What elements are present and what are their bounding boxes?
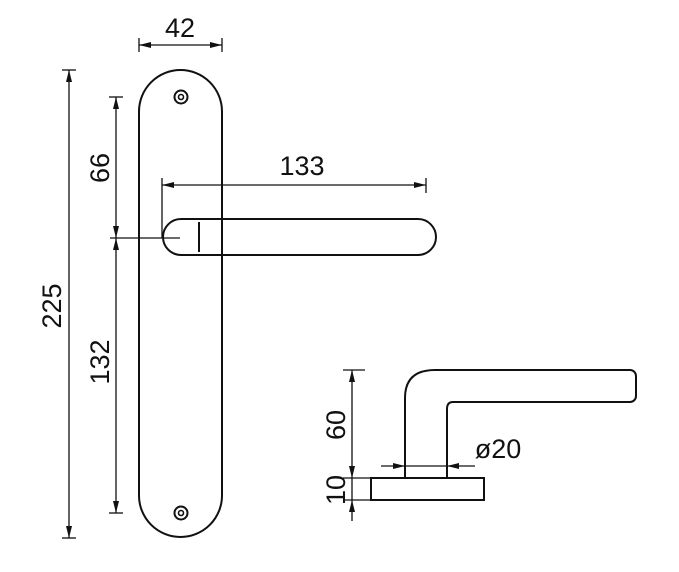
upper-offset-dimension: 66	[85, 96, 123, 238]
rose-projection-dimension: 60	[321, 369, 371, 479]
total-height-dimension: 225	[37, 69, 76, 539]
side-view	[370, 369, 637, 501]
lower-offset-dimension: 132	[85, 238, 123, 514]
lever-diameter-label: ø20	[475, 434, 522, 464]
rose-outline	[370, 477, 485, 501]
lower-offset-label: 132	[85, 339, 115, 384]
front-view	[110, 69, 437, 538]
rose-thickness-label: 10	[321, 475, 351, 505]
upper-offset-label: 66	[85, 153, 115, 183]
lever-length-label: 133	[279, 151, 324, 181]
lever-length-dimension: 133	[161, 151, 427, 238]
total-height-label: 225	[37, 283, 67, 328]
top-screw-hole	[173, 89, 189, 105]
lever-diameter-dimension: ø20	[381, 434, 521, 469]
lever-front	[162, 218, 437, 256]
rose-projection-label: 60	[321, 410, 351, 440]
lever-side-profile	[404, 369, 637, 478]
plate-width-dimension: 42	[138, 13, 223, 52]
backplate-outline	[138, 69, 223, 538]
bottom-screw-hole	[173, 505, 189, 521]
plate-width-label: 42	[165, 13, 195, 43]
rose-thickness-dimension: 10	[321, 475, 371, 521]
